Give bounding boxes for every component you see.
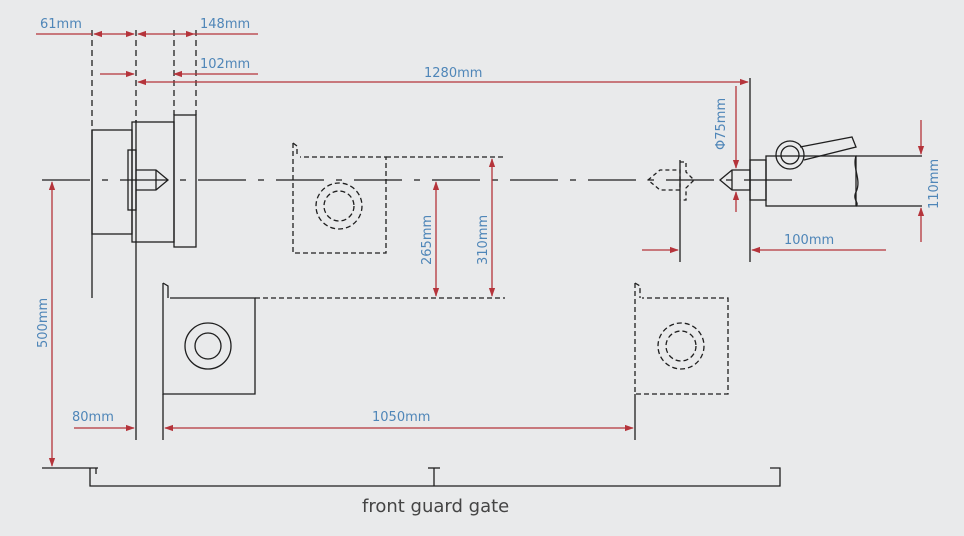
dim-110-label: 110mm <box>927 159 942 209</box>
headstock <box>91 114 197 440</box>
dim-100-label: 100mm <box>784 233 834 248</box>
dim-102-label: 102mm <box>200 57 250 72</box>
dim-148-label: 148mm <box>200 17 250 32</box>
dim-phi75-label: Φ75mm <box>714 98 729 150</box>
lower-left-turret <box>162 282 256 395</box>
dim-265-label: 265mm <box>420 215 435 265</box>
lower-right-turret-position <box>634 282 729 395</box>
tailstock-dashed-position <box>646 161 695 201</box>
upper-turret-position <box>292 142 505 254</box>
dim-1050-label: 1050mm <box>372 410 430 425</box>
dim-310-label: 310mm <box>476 215 491 265</box>
dim-80-label: 80mm <box>72 410 114 425</box>
dimension-labels: 61mm 148mm 102mm 1280mm Φ75mm 110mm 100m… <box>36 17 942 517</box>
dim-1280-label: 1280mm <box>424 66 482 81</box>
dimension-lines <box>36 30 925 467</box>
front-guard-gate-caption: front guard gate <box>362 496 509 517</box>
dim-500-label: 500mm <box>36 298 51 348</box>
front-guard-gate <box>42 467 781 487</box>
machine-geometry <box>42 30 922 487</box>
dim-61-label: 61mm <box>40 17 82 32</box>
tailstock <box>718 78 922 262</box>
